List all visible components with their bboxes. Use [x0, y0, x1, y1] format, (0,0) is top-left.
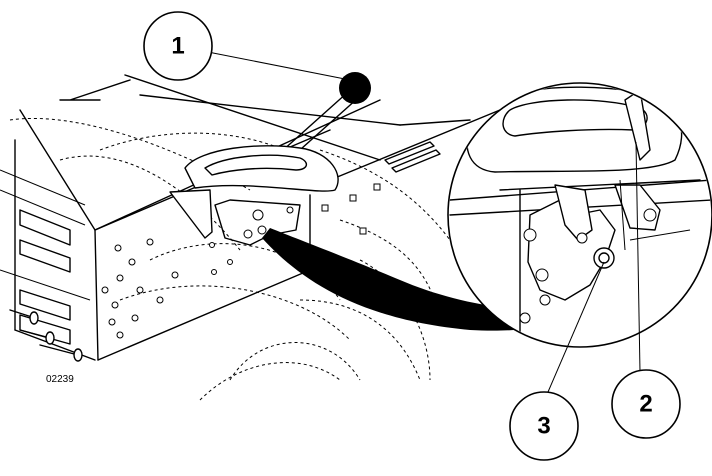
hidden-line-curves — [9, 117, 451, 401]
callout-2: 2 — [611, 369, 681, 439]
leader-lines — [207, 51, 641, 393]
callout-3-number: 3 — [537, 413, 550, 440]
figure-id: 02239 — [46, 374, 74, 385]
callout-1: 1 — [143, 11, 213, 81]
lever-ball — [339, 72, 371, 104]
callout-1-number: 1 — [171, 33, 184, 60]
callout-3: 3 — [509, 391, 579, 461]
magnified-inset — [447, 82, 712, 348]
callout-2-number: 2 — [639, 391, 652, 418]
nut-inset — [593, 247, 615, 269]
screw-set — [9, 309, 83, 362]
release-lever — [169, 72, 371, 246]
handle-inset — [466, 86, 683, 173]
magnification-wedge — [262, 228, 612, 331]
